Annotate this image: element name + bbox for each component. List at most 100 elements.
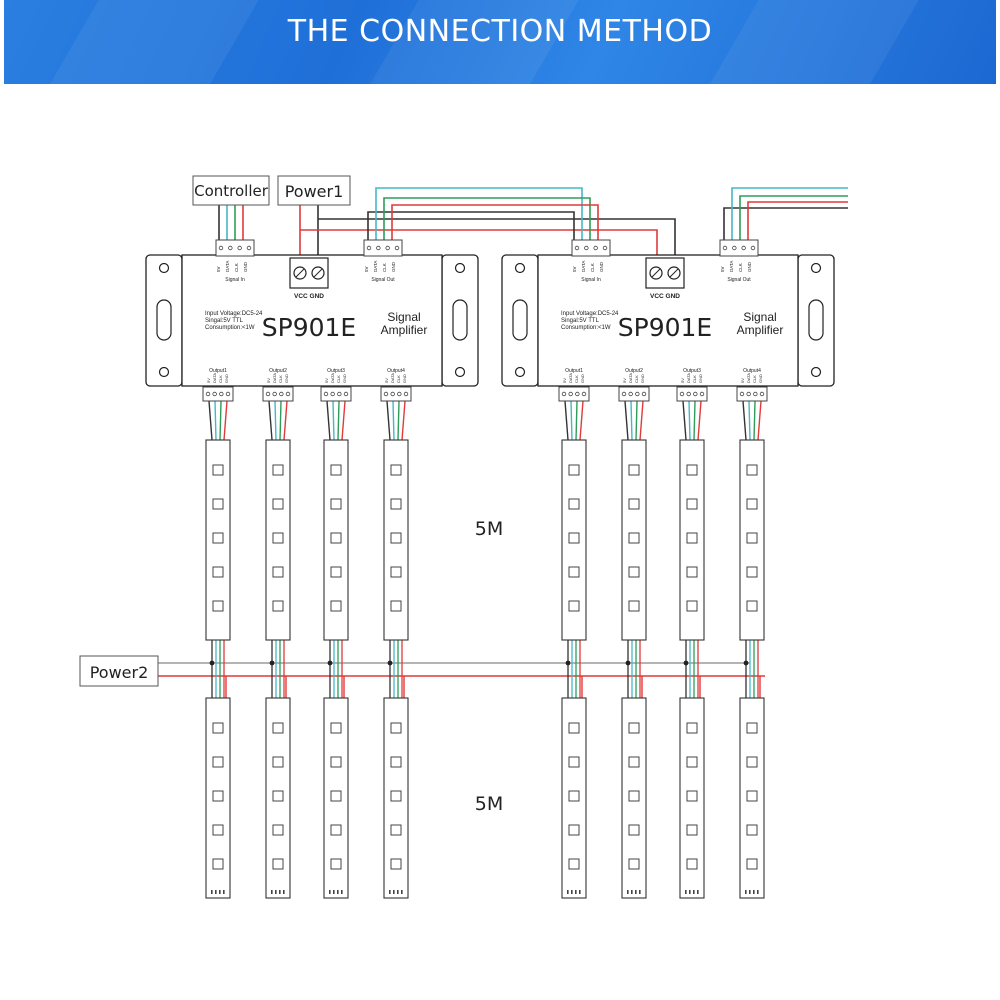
led-chip bbox=[272, 756, 284, 768]
pin-label: DATA bbox=[225, 261, 230, 272]
power2-label-box: Power2 bbox=[79, 655, 159, 687]
strip-end-pad bbox=[575, 890, 577, 894]
output-wire bbox=[639, 400, 644, 441]
led-chip bbox=[628, 824, 640, 836]
led-chip bbox=[330, 600, 342, 612]
cascade-wire bbox=[391, 204, 599, 240]
led-chip bbox=[628, 790, 640, 802]
led-chip bbox=[272, 600, 284, 612]
pin-label: 5V bbox=[384, 378, 389, 383]
connector-pin bbox=[343, 391, 349, 397]
led-strip-top bbox=[205, 439, 231, 641]
pin-label: 5V bbox=[740, 378, 745, 383]
connector-pin bbox=[366, 245, 372, 251]
pin-label: GND bbox=[747, 261, 752, 272]
led-strip-top bbox=[265, 439, 291, 641]
led-chip bbox=[212, 756, 224, 768]
output-wire bbox=[401, 400, 406, 441]
led-chip bbox=[628, 498, 640, 510]
led-chip bbox=[686, 600, 698, 612]
next-stage-wire bbox=[723, 207, 848, 240]
led-chip bbox=[568, 566, 580, 578]
led-chip bbox=[686, 464, 698, 476]
led-chip bbox=[330, 498, 342, 510]
led-chip bbox=[212, 464, 224, 476]
strip-end-pad bbox=[389, 890, 391, 894]
signal-out-connector bbox=[363, 239, 403, 257]
strip-end-pad bbox=[689, 890, 691, 894]
output-wire bbox=[392, 400, 395, 441]
controller-label-box: Controller bbox=[192, 175, 270, 206]
output-label: Output3 bbox=[683, 368, 701, 374]
output-connector bbox=[736, 386, 768, 402]
led-chip bbox=[390, 600, 402, 612]
connector-body bbox=[202, 386, 234, 402]
connector-pin bbox=[337, 391, 342, 397]
pin-label: 5V bbox=[364, 266, 369, 272]
connector-pin bbox=[394, 245, 400, 251]
output-wire bbox=[564, 400, 569, 441]
led-chip bbox=[746, 600, 758, 612]
model-name: SP901E bbox=[618, 313, 712, 342]
output-wire bbox=[693, 400, 696, 441]
connector-pin bbox=[602, 245, 608, 251]
led-chip bbox=[746, 566, 758, 578]
output-connector bbox=[320, 386, 352, 402]
bus-junction bbox=[209, 660, 215, 666]
pin-label: GND bbox=[284, 374, 289, 383]
amplifier-type-line2: Amplifier bbox=[737, 323, 784, 337]
pin-label: CLK bbox=[382, 263, 387, 272]
connector-pin bbox=[584, 245, 589, 251]
wires bbox=[158, 187, 848, 698]
spec-consumption: Consumption:<1W bbox=[205, 325, 255, 331]
led-strip-bottom bbox=[323, 697, 349, 899]
connector-pin bbox=[641, 391, 647, 397]
connector-pin bbox=[574, 245, 580, 251]
terminal-screw-slot bbox=[669, 268, 679, 278]
led-strip-top bbox=[621, 439, 647, 641]
led-chip bbox=[568, 858, 580, 870]
led-chip bbox=[568, 824, 580, 836]
power2-label: Power2 bbox=[90, 663, 149, 682]
strip-end-pad bbox=[635, 890, 637, 894]
led-chip bbox=[212, 790, 224, 802]
connector-pin bbox=[219, 391, 224, 397]
bus-junction bbox=[683, 660, 689, 666]
led-chip bbox=[686, 824, 698, 836]
strip-end-pad bbox=[627, 890, 629, 894]
led-chip bbox=[628, 464, 640, 476]
spec-input-voltage: Input Voltage:DC5-24 bbox=[561, 311, 619, 317]
screw-hole bbox=[514, 262, 526, 274]
pin-label: DATA bbox=[390, 373, 395, 383]
led-chip bbox=[272, 824, 284, 836]
output-wire bbox=[268, 400, 273, 441]
bus-junction bbox=[565, 660, 571, 666]
led-chip bbox=[272, 858, 284, 870]
amplifier-type-line1: Signal bbox=[743, 310, 776, 324]
pin-label: 5V bbox=[216, 266, 221, 272]
controller-label: Controller bbox=[194, 182, 269, 200]
strip-end-pad bbox=[219, 890, 221, 894]
pin-label: GND bbox=[243, 261, 248, 272]
led-chip bbox=[330, 722, 342, 734]
output-connector bbox=[262, 386, 294, 402]
pin-label: CLK bbox=[278, 375, 283, 383]
led-chip bbox=[390, 532, 402, 544]
strip-end-pad bbox=[283, 890, 285, 894]
led-strip-bottom bbox=[383, 697, 409, 899]
output-wire bbox=[697, 400, 702, 441]
amplifier-type-line1: Signal bbox=[387, 310, 420, 324]
led-chip bbox=[746, 464, 758, 476]
strip-end-pad bbox=[397, 890, 399, 894]
screw-hole bbox=[514, 366, 526, 378]
connector-pin bbox=[228, 245, 233, 251]
connector-pin bbox=[722, 245, 728, 251]
terminal-screw-slot bbox=[295, 268, 305, 278]
bus-junction bbox=[625, 660, 631, 666]
led-chip bbox=[330, 532, 342, 544]
strip-end-pad bbox=[757, 890, 759, 894]
led-chip bbox=[272, 566, 284, 578]
connector-pin bbox=[385, 245, 390, 251]
model-name: SP901E bbox=[262, 313, 356, 342]
